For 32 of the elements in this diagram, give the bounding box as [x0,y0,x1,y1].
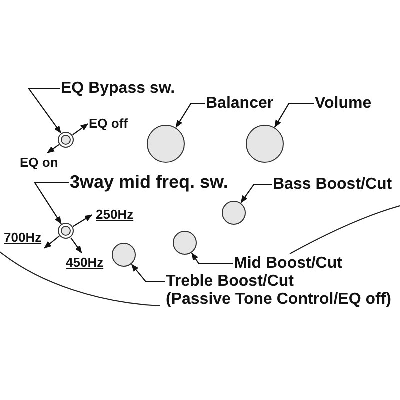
knob-label: Treble Boost/Cut [166,273,294,291]
arrow [44,236,60,249]
knob-note: (Passive Tone Control/EQ off) [166,290,392,308]
position-label: 700Hz [4,231,42,246]
arrow [70,238,82,254]
leader-line [131,264,165,282]
leader-line [240,184,272,204]
arrow [73,214,93,228]
knob-label: Volume [315,95,372,113]
knob-label: Mid Boost/Cut [234,255,342,273]
position-label: EQ on [20,156,58,170]
arrow [72,124,89,136]
position-label: 450Hz [66,256,104,270]
toggle-switch [58,223,74,239]
leader-line [176,103,205,128]
control-knob [246,125,284,163]
leader-line [274,103,314,128]
switch-label: EQ Bypass sw. [61,80,176,98]
knob-label: Bass Boost/Cut [273,176,392,194]
switch-label: 3way mid freq. sw. [70,173,228,193]
control-knob [112,243,136,267]
control-knob [173,231,197,255]
knob-label: Balancer [206,95,274,113]
leader-line [28,88,62,134]
position-label: 250Hz [96,208,134,222]
toggle-switch [58,132,74,148]
position-label: EQ off [89,117,128,132]
control-knob [147,125,185,163]
control-knob [222,201,246,225]
arrow [46,144,60,154]
leader-line [34,182,69,225]
leader-line [192,252,233,264]
